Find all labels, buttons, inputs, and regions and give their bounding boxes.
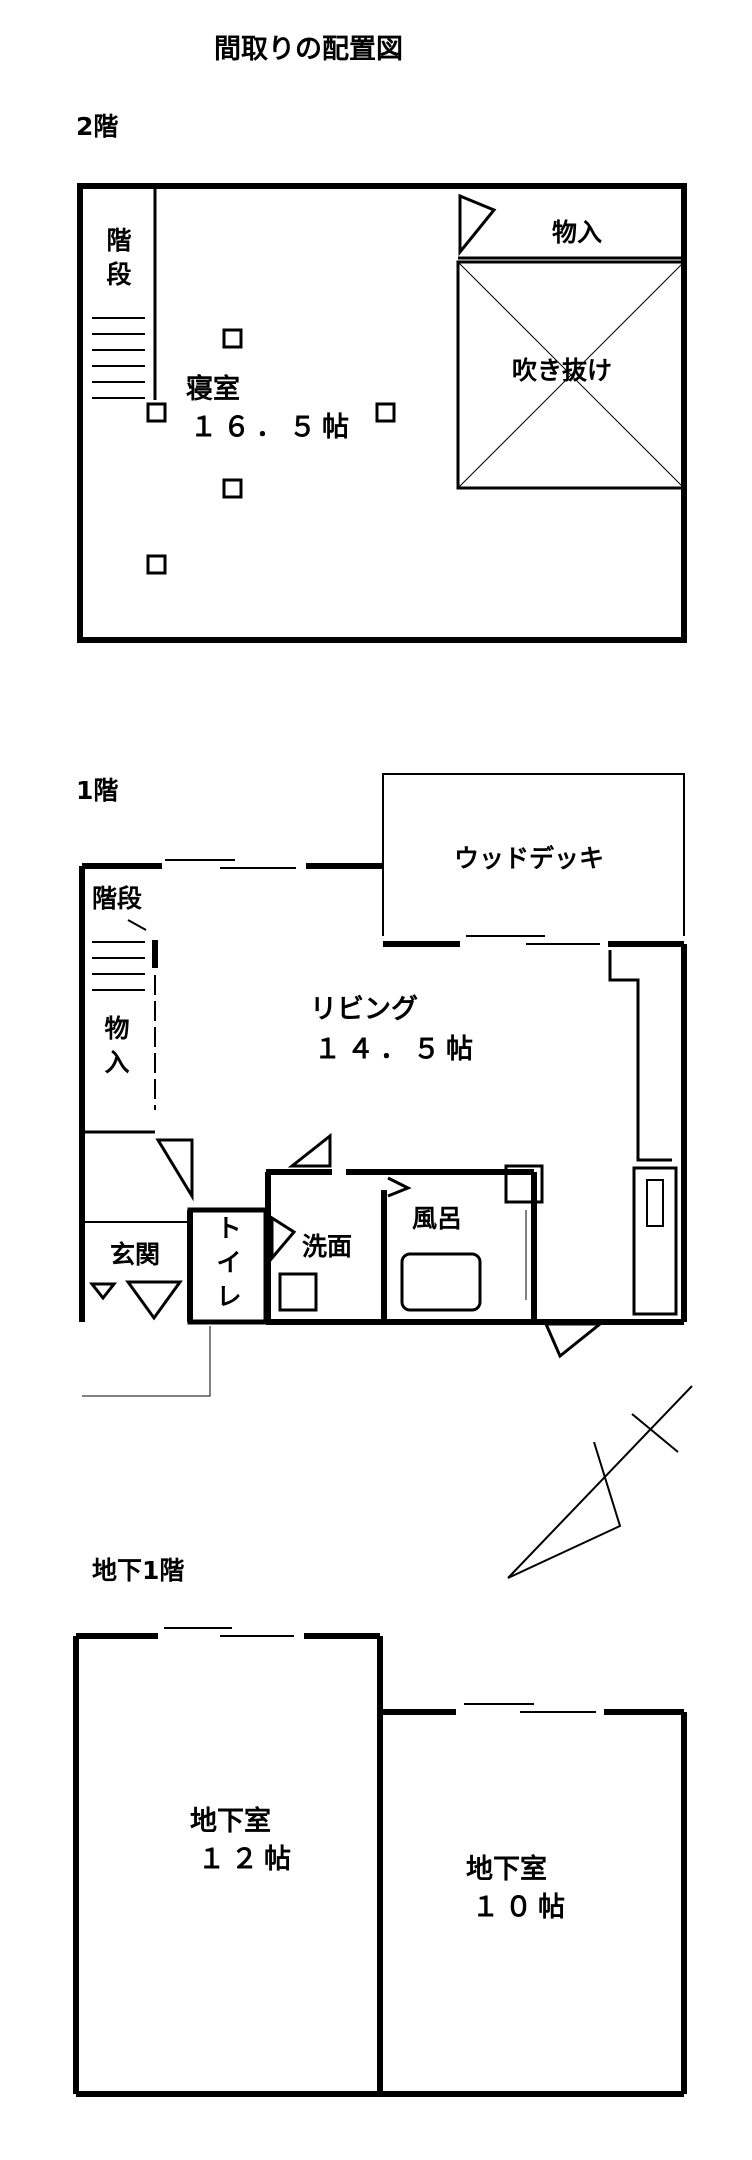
- basement-room-b-name: 地下室: [466, 1854, 547, 1885]
- floor1-closet-door: [158, 1140, 192, 1196]
- floor1-closet-label: 物入: [104, 1014, 130, 1077]
- floor2-bedroom-area: １６．５帖: [190, 412, 355, 443]
- floor1-deck-label: ウッドデッキ: [454, 844, 605, 873]
- floor1-back-door: [546, 1324, 600, 1356]
- floor1-wash-door-a: [292, 1136, 330, 1166]
- page-title: 間取りの配置図: [214, 34, 403, 65]
- floor2-door-swing: [460, 196, 494, 252]
- floor1-stair-treads: [92, 942, 145, 990]
- floor2-plan: [80, 186, 684, 640]
- floor1-column: [506, 1166, 542, 1202]
- floor2-columns: [148, 330, 394, 573]
- floor1-entrance-label: 玄関: [110, 1240, 161, 1269]
- floor1-deck-outline: [383, 774, 684, 936]
- floor1-shoe-mark-b: [128, 1282, 180, 1318]
- floor2-closet-label: 物入: [552, 218, 603, 247]
- floor1-toilet-label: トイレ: [216, 1214, 242, 1311]
- floor1-porch: [82, 1326, 210, 1396]
- floor2-outer-wall: [80, 186, 684, 640]
- basement-label: 地下1階: [92, 1556, 185, 1585]
- floor2-stair-treads: [92, 318, 145, 398]
- floor1-shoe-mark-a: [92, 1284, 114, 1298]
- floor2-void: [458, 262, 684, 488]
- floor1-plan: [82, 774, 684, 1396]
- floor2-stairs-label: 階段: [106, 226, 132, 289]
- basement-plan: [76, 1628, 684, 2094]
- floor1-bath-label: 風呂: [412, 1204, 463, 1233]
- north-arrow: [508, 1386, 692, 1578]
- floor1-wash-basin: [280, 1274, 316, 1310]
- floor1-washroom-label: 洗面: [302, 1232, 353, 1261]
- floor1-living-name: リビング: [310, 994, 418, 1025]
- basement-room-b-area: １０帖: [472, 1892, 571, 1923]
- floor2-bedroom-name: 寝室: [186, 374, 240, 405]
- floor1-wash-door-b: [272, 1218, 294, 1258]
- floor1-counter: [610, 950, 672, 1160]
- basement-room-a-name: 地下室: [190, 1806, 271, 1837]
- floor1-kitchen-unit: [634, 1168, 676, 1314]
- basement-room-a-area: １２帖: [198, 1844, 297, 1875]
- floor2-label: 2階: [76, 112, 119, 141]
- floor1-living-area: １４．５帖: [314, 1034, 479, 1065]
- floor2-void-label: 吹き抜け: [512, 356, 613, 385]
- floor1-label: 1階: [76, 776, 119, 805]
- floor1-bathtub: [402, 1254, 480, 1310]
- floor1-bath-door: [388, 1178, 408, 1196]
- floor2-void-cross-b: [458, 262, 684, 488]
- floor1-stairs-label: 階段: [92, 884, 143, 913]
- floor1-stair-arrow: [128, 920, 146, 930]
- floor1-sink: [647, 1180, 663, 1226]
